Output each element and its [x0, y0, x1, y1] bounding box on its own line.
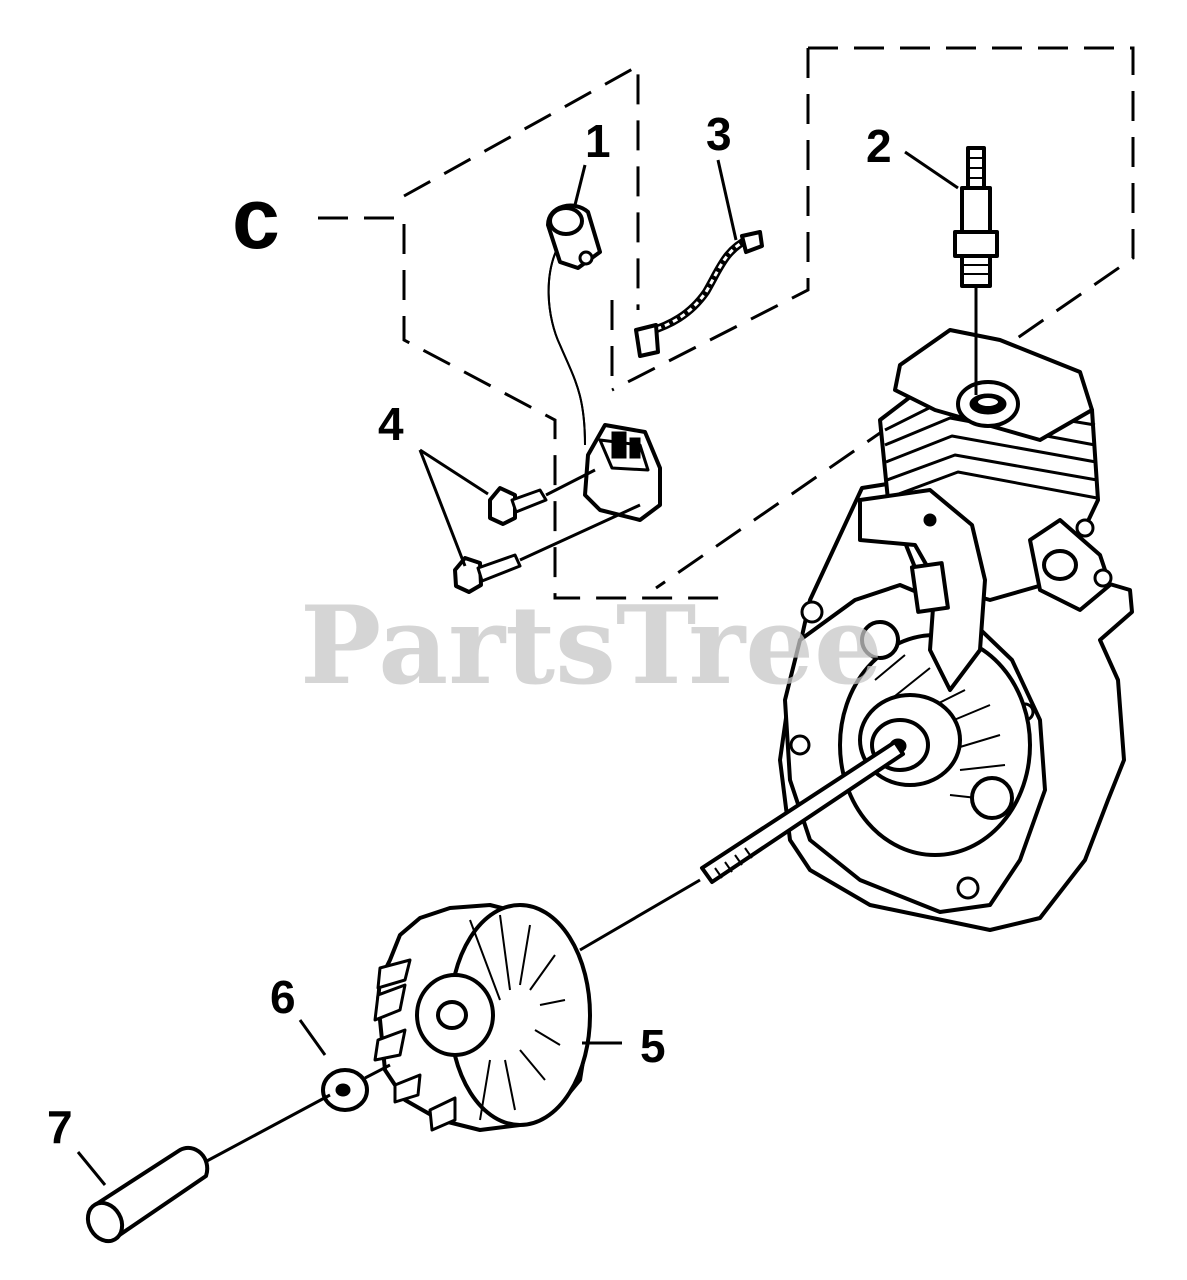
flywheel	[373, 878, 701, 1132]
ground-wire	[634, 230, 764, 358]
callout-6: 6	[270, 971, 296, 1023]
callout-1: 1	[585, 115, 611, 167]
engine-assembly	[700, 328, 1134, 932]
sleeve-nut	[76, 1093, 331, 1244]
leader-lines	[573, 150, 959, 241]
watermark: PartsTree	[300, 583, 883, 709]
callout-3: 3	[706, 108, 732, 160]
screws	[418, 448, 641, 594]
callout-2: 2	[866, 120, 892, 172]
callout-4: 4	[378, 398, 404, 450]
callout-7: 7	[47, 1101, 73, 1153]
ignition-coil	[546, 203, 662, 522]
spark-plug	[953, 146, 999, 395]
section-label-c: C	[232, 171, 280, 267]
washer	[298, 1019, 391, 1112]
callout-5: 5	[640, 1020, 666, 1072]
group-c-outline	[318, 63, 720, 600]
group-2-outline	[610, 46, 1135, 590]
